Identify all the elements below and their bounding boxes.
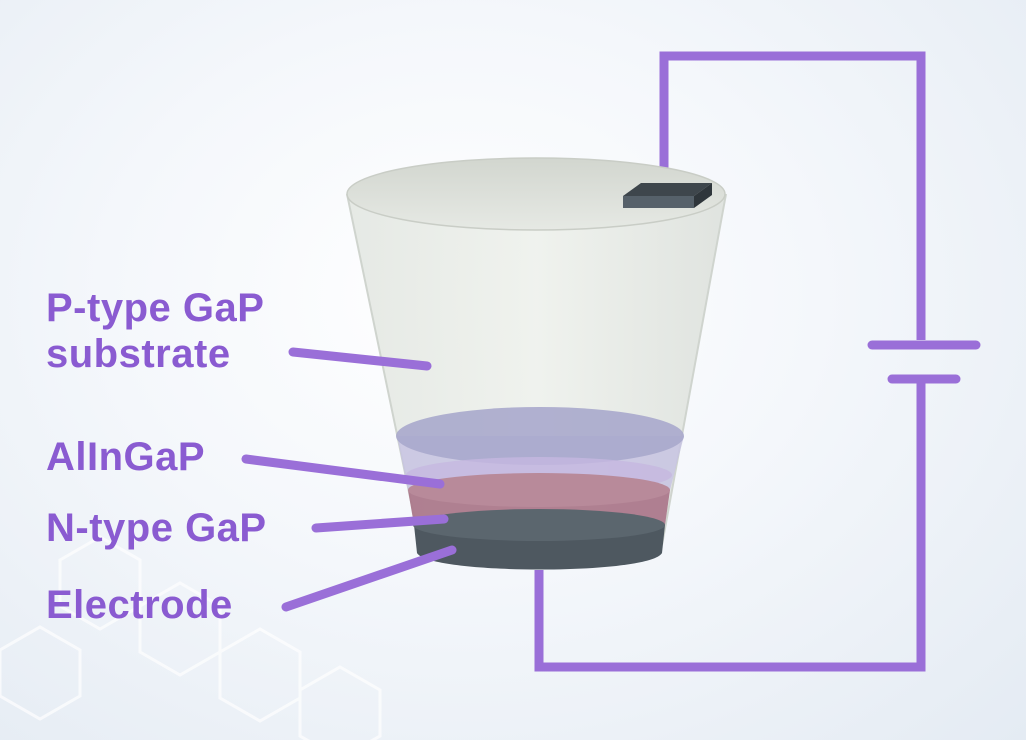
p-type-label-line2: substrate — [46, 332, 231, 376]
substrate-top-face — [346, 157, 726, 231]
electrode-layer — [413, 509, 665, 570]
background-hexagon-pattern — [0, 535, 382, 740]
circuit-wire — [659, 51, 926, 340]
electrode-leader-line — [281, 545, 457, 612]
p-type-substrate-label: P-type GaP substrate — [46, 285, 264, 377]
n-type-leader-line — [311, 514, 449, 533]
n-type-gap-label: N-type GaP — [46, 506, 267, 550]
top-contact-pad — [623, 183, 712, 208]
battery-symbol-icon — [867, 340, 981, 384]
p-type-leader-line — [288, 347, 432, 371]
circuit-wire-return — [534, 380, 926, 672]
allngap-leader-line — [241, 454, 445, 489]
electrode-label: Electrode — [46, 583, 233, 627]
p-type-label-line1: P-type GaP — [46, 286, 265, 330]
allngap-label: AlInGaP — [46, 435, 206, 479]
